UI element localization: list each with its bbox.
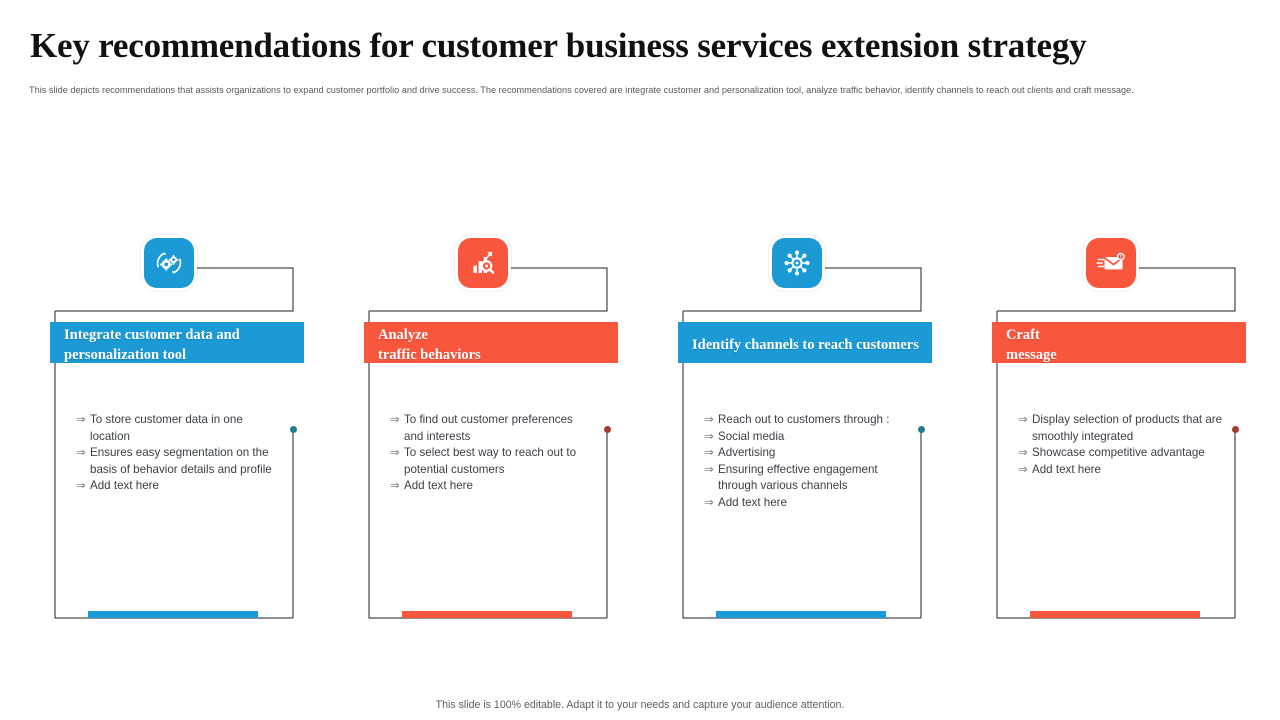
bullet-arrow-icon: ⇒ [390,480,400,493]
card-craft-message[interactable]: Craft message ⇒ Display selection of pro… [982,230,1272,630]
list-item: ⇒ Advertising [704,445,914,462]
card-accent-bar [402,611,572,618]
list-item: ⇒ Ensures easy segmentation on the basis… [76,445,276,478]
card-analyze-traffic-behaviors[interactable]: Analyze traffic behaviors ⇒ To find out … [354,230,644,630]
card-identify-channels[interactable]: Identify channels to reach customers ⇒ R… [668,230,958,630]
network-hub-icon [772,238,822,288]
card-heading: Integrate customer data and personalizat… [64,327,240,363]
card-heading: Craft message [1006,327,1057,363]
card-heading: Identify channels to reach customers [692,336,919,353]
connector-dot [290,426,297,433]
card-heading: Analyze traffic behaviors [378,327,481,363]
bullet-arrow-icon: ⇒ [390,414,400,426]
card-accent-bar [1030,611,1200,618]
list-item-text: Social media [718,429,785,443]
card-accent-bar [716,611,886,618]
list-item: ⇒ Add text here [76,478,276,495]
list-item: ⇒ Display selection of products that are… [1018,412,1223,445]
list-item-text: To select best way to reach out to poten… [404,446,577,476]
list-item-text: Reach out to customers through : [718,413,890,426]
bullet-arrow-icon: ⇒ [704,447,714,460]
card-bullet-list: ⇒ Reach out to customers through : ⇒ Soc… [704,412,914,512]
list-item-text: Add text here [404,479,473,493]
list-item: ⇒ Add text here [704,495,914,512]
card-bullet-list: ⇒ Display selection of products that are… [1018,412,1223,478]
card-integrate-customer-data[interactable]: Integrate customer data and personalizat… [40,230,330,630]
connector-dot [918,426,925,433]
list-item: ⇒ To store customer data in one location [76,412,276,445]
bullet-arrow-icon: ⇒ [390,447,400,460]
connector-dot [1232,426,1239,433]
connector-dot [604,426,611,433]
bullet-arrow-icon: ⇒ [704,430,714,443]
card-accent-bar [88,611,258,618]
bullet-arrow-icon: ⇒ [76,447,86,460]
list-item-text: Add text here [1032,462,1101,476]
list-item-text: Showcase competitive advantage [1032,446,1205,460]
bullet-arrow-icon: ⇒ [704,463,714,476]
bullet-arrow-icon: ⇒ [704,496,714,509]
card-header-band: Identify channels to reach customers [678,322,932,363]
list-item-text: Add text here [718,495,787,509]
page-title: Key recommendations for customer busines… [30,26,1087,65]
list-item: ⇒ To find out customer preferences and i… [390,412,590,445]
list-item-text: Add text here [90,479,159,493]
list-item: ⇒ Reach out to customers through : [704,412,914,429]
card-header-band: Analyze traffic behaviors [364,322,618,363]
list-item-text: To store customer data in one location [90,413,243,443]
envelope-mail-icon [1086,238,1136,288]
bar-chart-search-icon [458,238,508,288]
bullet-arrow-icon: ⇒ [76,480,86,493]
slide-subtitle: This slide depicts recommendations that … [29,85,1134,95]
bullet-arrow-icon: ⇒ [1018,463,1028,476]
list-item-text: To find out customer preferences and int… [404,413,573,443]
list-item: ⇒ Add text here [1018,462,1223,479]
card-header-band: Integrate customer data and personalizat… [50,322,304,363]
list-item: ⇒ To select best way to reach out to pot… [390,445,590,478]
list-item: ⇒ Add text here [390,478,590,495]
slide-footer: This slide is 100% editable. Adapt it to… [435,699,845,711]
bullet-arrow-icon: ⇒ [76,414,86,426]
bullet-arrow-icon: ⇒ [704,414,714,426]
card-header-band: Craft message [992,322,1246,363]
card-bullet-list: ⇒ To find out customer preferences and i… [390,412,590,495]
card-bullet-list: ⇒ To store customer data in one location… [76,412,276,495]
gears-refresh-icon [144,238,194,288]
list-item: ⇒ Social media [704,429,914,446]
list-item-text: Ensuring effective engagement through va… [718,462,878,493]
list-item: ⇒ Showcase competitive advantage [1018,445,1223,462]
list-item-text: Ensures easy segmentation on the basis o… [90,446,272,476]
list-item-text: Display selection of products that are s… [1032,413,1223,443]
bullet-arrow-icon: ⇒ [1018,414,1028,426]
bullet-arrow-icon: ⇒ [1018,447,1028,460]
list-item: ⇒ Ensuring effective engagement through … [704,462,914,495]
list-item-text: Advertising [718,446,776,460]
